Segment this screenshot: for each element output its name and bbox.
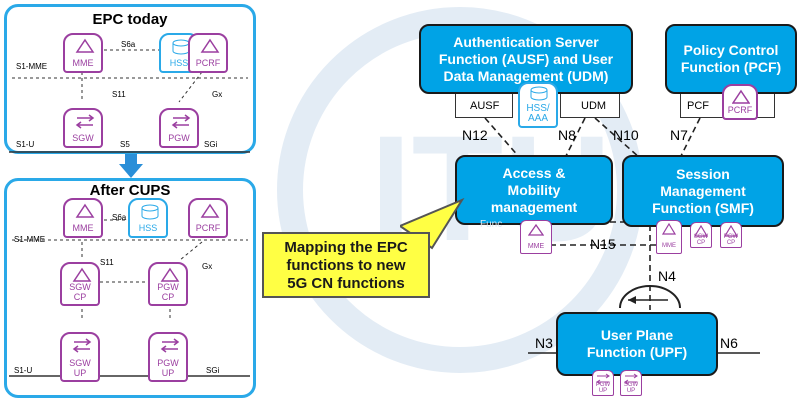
triangle-icon bbox=[200, 203, 220, 218]
iface-gx: Gx bbox=[202, 262, 213, 271]
database-icon bbox=[141, 204, 159, 220]
iface-s6a: S6a bbox=[112, 213, 127, 222]
iface-s5: S5 bbox=[120, 140, 130, 149]
iface-sgi: SGi bbox=[204, 140, 218, 149]
iface-gx: Gx bbox=[212, 90, 223, 99]
pgw-node: PGW bbox=[159, 108, 199, 148]
triangle-icon bbox=[72, 267, 92, 282]
mme-mini-node: MME bbox=[656, 220, 682, 254]
iface-s1-mme: S1-MME bbox=[14, 235, 46, 244]
triangle-icon bbox=[662, 223, 676, 235]
switch-arrows-icon bbox=[75, 114, 95, 129]
iface-s1-u: S1-U bbox=[16, 140, 35, 149]
switch-arrows-icon bbox=[160, 338, 180, 353]
iface-s1-mme: S1-MME bbox=[16, 62, 48, 71]
triangle-icon bbox=[694, 225, 708, 237]
triangle-icon bbox=[528, 223, 544, 236]
mme-mini-node: MME bbox=[520, 220, 552, 254]
ref-n8: N8 bbox=[558, 127, 576, 143]
ref-n7: N7 bbox=[670, 127, 688, 143]
epc-today-panel: EPC today bbox=[4, 4, 256, 154]
switch-arrows-icon bbox=[596, 373, 610, 385]
ref-n15: N15 bbox=[590, 236, 616, 252]
switch-arrows-icon bbox=[624, 373, 638, 385]
ref-n6: N6 bbox=[720, 335, 738, 351]
triangle-icon bbox=[732, 89, 750, 104]
hss-aaa-node: HSS/AAA bbox=[518, 82, 558, 128]
triangle-icon bbox=[724, 225, 738, 237]
triangle-icon bbox=[200, 38, 220, 53]
switch-arrows-icon bbox=[171, 114, 191, 129]
iface-sgi: SGi bbox=[206, 366, 220, 375]
sgw-node: SGW bbox=[63, 108, 103, 148]
pcrf-node: PCRF bbox=[188, 198, 228, 238]
iface-s11: S11 bbox=[100, 258, 114, 267]
triangle-icon bbox=[75, 38, 95, 53]
ref-n3: N3 bbox=[535, 335, 553, 351]
ref-n4: N4 bbox=[658, 268, 676, 284]
amf-hidden-text: Func bbox=[480, 219, 503, 230]
ref-n12: N12 bbox=[462, 127, 488, 143]
pcrf-node: PCRF bbox=[722, 84, 758, 120]
down-arrow-icon bbox=[119, 154, 143, 178]
panel-title: After CUPS bbox=[89, 182, 171, 199]
epc-today-lines bbox=[9, 49, 250, 153]
pcrf-node: PCRF bbox=[188, 33, 228, 73]
iface-s6a: S6a bbox=[121, 40, 136, 49]
switch-arrows-icon bbox=[72, 338, 92, 353]
mme-node: MME bbox=[63, 198, 103, 238]
panel-title: EPC today bbox=[92, 11, 168, 28]
triangle-icon bbox=[160, 267, 180, 282]
iface-s1-u: S1-U bbox=[14, 366, 33, 375]
ref-n10: N10 bbox=[613, 127, 639, 143]
triangle-icon bbox=[75, 203, 95, 218]
hss-node: HSS bbox=[128, 198, 168, 238]
database-icon bbox=[530, 86, 548, 101]
mme-node: MME bbox=[63, 33, 103, 73]
iface-s11: S11 bbox=[112, 90, 126, 99]
